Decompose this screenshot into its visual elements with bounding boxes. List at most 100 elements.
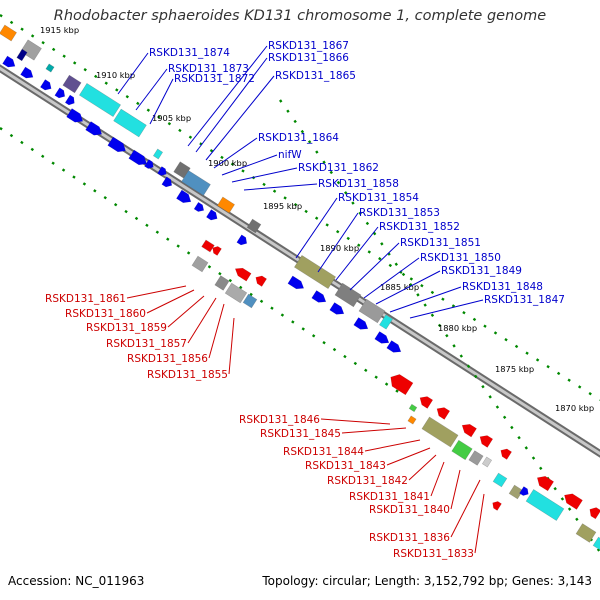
gene-box-cyan-shape: [525, 489, 565, 521]
gene-box-cyan: [492, 472, 508, 488]
ruler-label: 1905 kbp: [152, 113, 191, 123]
gene-box-gray-shape: [191, 255, 209, 273]
gene-box-cyan: [79, 83, 121, 117]
gene-label-reverse-leader: [474, 493, 485, 554]
reverse-gene-arrow-shape: [212, 246, 222, 256]
reverse-gene-arrow-shape: [436, 407, 451, 420]
reverse-gene-box-shape: [201, 239, 215, 253]
gene-box-cyan-shape: [79, 83, 121, 117]
forward-gene-arrow: [519, 486, 529, 496]
forward-gene-arrow: [40, 79, 52, 91]
gene-label-reverse: RSKD131_1840: [369, 504, 450, 516]
reverse-gene-arrow: [589, 507, 600, 520]
gene-box-green-shape: [451, 439, 473, 461]
gene-box-olive: [294, 255, 336, 289]
gene-box-navy: [16, 48, 28, 62]
reverse-gene-arrow-shape: [419, 396, 434, 409]
reverse-gene-arrow: [419, 396, 434, 409]
gene-label-reverse: RSKD131_1841: [349, 491, 430, 503]
reverse-gene-arrow: [255, 275, 267, 287]
gene-label-forward-leader: [409, 299, 484, 319]
gene-label-reverse: RSKD131_1844: [283, 446, 364, 458]
gene-box-gray-dark: [246, 218, 262, 234]
gene-label-reverse-leader: [320, 418, 391, 425]
gene-label-reverse: RSKD131_1859: [86, 322, 167, 334]
gene-label-forward-leader: [243, 183, 318, 191]
gene-label-forward-leader: [221, 154, 278, 176]
reverse-gene-arrow-shape: [461, 423, 477, 438]
forward-gene-arrow-shape: [287, 275, 305, 290]
gene-box-dark-shape: [62, 74, 82, 94]
forward-gene-arrow-shape: [66, 108, 84, 123]
gene-box-gray-shape: [358, 298, 386, 324]
gene-label-reverse-leader: [146, 289, 195, 314]
gene-label-reverse: RSKD131_1833: [393, 548, 474, 560]
gene-box-cyan: [113, 108, 147, 138]
gene-box-olive-shape: [575, 523, 597, 543]
forward-gene-arrow: [66, 108, 84, 123]
gene-box-olive: [508, 484, 524, 500]
forward-gene-arrow: [157, 166, 167, 176]
ruler-label: 1885 kbp: [380, 282, 419, 292]
gene-box-cyan: [592, 536, 600, 552]
reverse-gene-arrow-shape: [390, 374, 414, 396]
forward-gene-arrow: [107, 136, 126, 153]
gene-label-forward: RSKD131_1847: [484, 294, 565, 306]
gene-label-forward: RSKD131_1854: [338, 192, 419, 204]
gene-box-steelblue-shape: [181, 170, 211, 196]
gene-label-reverse: RSKD131_1860: [65, 308, 146, 320]
gene-box-green: [408, 403, 418, 413]
forward-gene-arrow: [193, 201, 205, 212]
gene-label-reverse: RSKD131_1861: [45, 293, 126, 305]
gene-label-reverse-leader: [364, 439, 421, 452]
gene-label-reverse: RSKD131_1857: [106, 338, 187, 350]
gene-label-forward: RSKD131_1862: [298, 162, 379, 174]
gene-label-forward: RSKD131_1867: [268, 40, 349, 52]
forward-gene-arrow-shape: [193, 201, 205, 212]
gene-box-orange-shape: [217, 196, 235, 214]
reverse-gene-arrow: [390, 374, 414, 396]
gene-box-olive: [575, 523, 597, 543]
forward-gene-arrow-shape: [54, 87, 66, 99]
gene-box-cyan-small-shape: [152, 148, 164, 160]
gene-box-navy-shape: [16, 48, 28, 62]
gene-box-orange-shape: [407, 415, 417, 425]
gene-box-steelblue-shape: [242, 293, 258, 309]
gene-label-reverse: RSKD131_1846: [239, 414, 320, 426]
gene-box-steelblue: [181, 170, 211, 196]
gene-label-reverse: RSKD131_1856: [127, 353, 208, 365]
gene-label-forward-leader: [335, 226, 379, 281]
gene-label-forward-leader: [135, 68, 168, 111]
forward-gene-arrow: [236, 234, 248, 246]
forward-gene-arrow: [128, 149, 147, 166]
gene-box-gray: [224, 282, 248, 304]
forward-gene-arrow-shape: [20, 66, 34, 79]
reverse-gene-arrow-shape: [589, 507, 600, 520]
ruler-label: 1915 kbp: [40, 25, 79, 35]
gene-box-gray-shape: [20, 39, 42, 61]
reverse-gene-arrow-shape: [479, 435, 494, 448]
gene-label-forward: RSKD131_1850: [420, 252, 501, 264]
gene-label-reverse-leader: [408, 454, 437, 481]
reverse-gene-arrow: [436, 407, 451, 420]
ruler-track-top-right: [279, 99, 600, 553]
ruler-label: 1910 kbp: [96, 70, 135, 80]
gene-box-teal: [45, 63, 55, 73]
gene-box-olive-shape: [294, 255, 336, 289]
gene-box-cyan-shape: [492, 472, 508, 488]
forward-gene-arrow-shape: [206, 209, 218, 221]
gene-label-reverse-leader: [430, 461, 445, 497]
gene-label-forward: RSKD131_1864: [258, 132, 339, 144]
forward-gene-arrow-shape: [374, 331, 390, 344]
gene-box-cyan-small-shape: [379, 314, 393, 330]
gene-label-forward: RSKD131_1853: [359, 207, 440, 219]
forward-gene-arrow-shape: [519, 486, 529, 496]
gene-box-dark: [62, 74, 82, 94]
reverse-gene-arrow-shape: [536, 476, 555, 492]
forward-gene-arrow-shape: [40, 79, 52, 91]
forward-gene-arrow-shape: [64, 94, 75, 106]
gene-label-forward-leader: [389, 286, 462, 313]
gene-box-cyan-shape: [592, 536, 600, 552]
gene-label-reverse-leader: [228, 317, 235, 375]
